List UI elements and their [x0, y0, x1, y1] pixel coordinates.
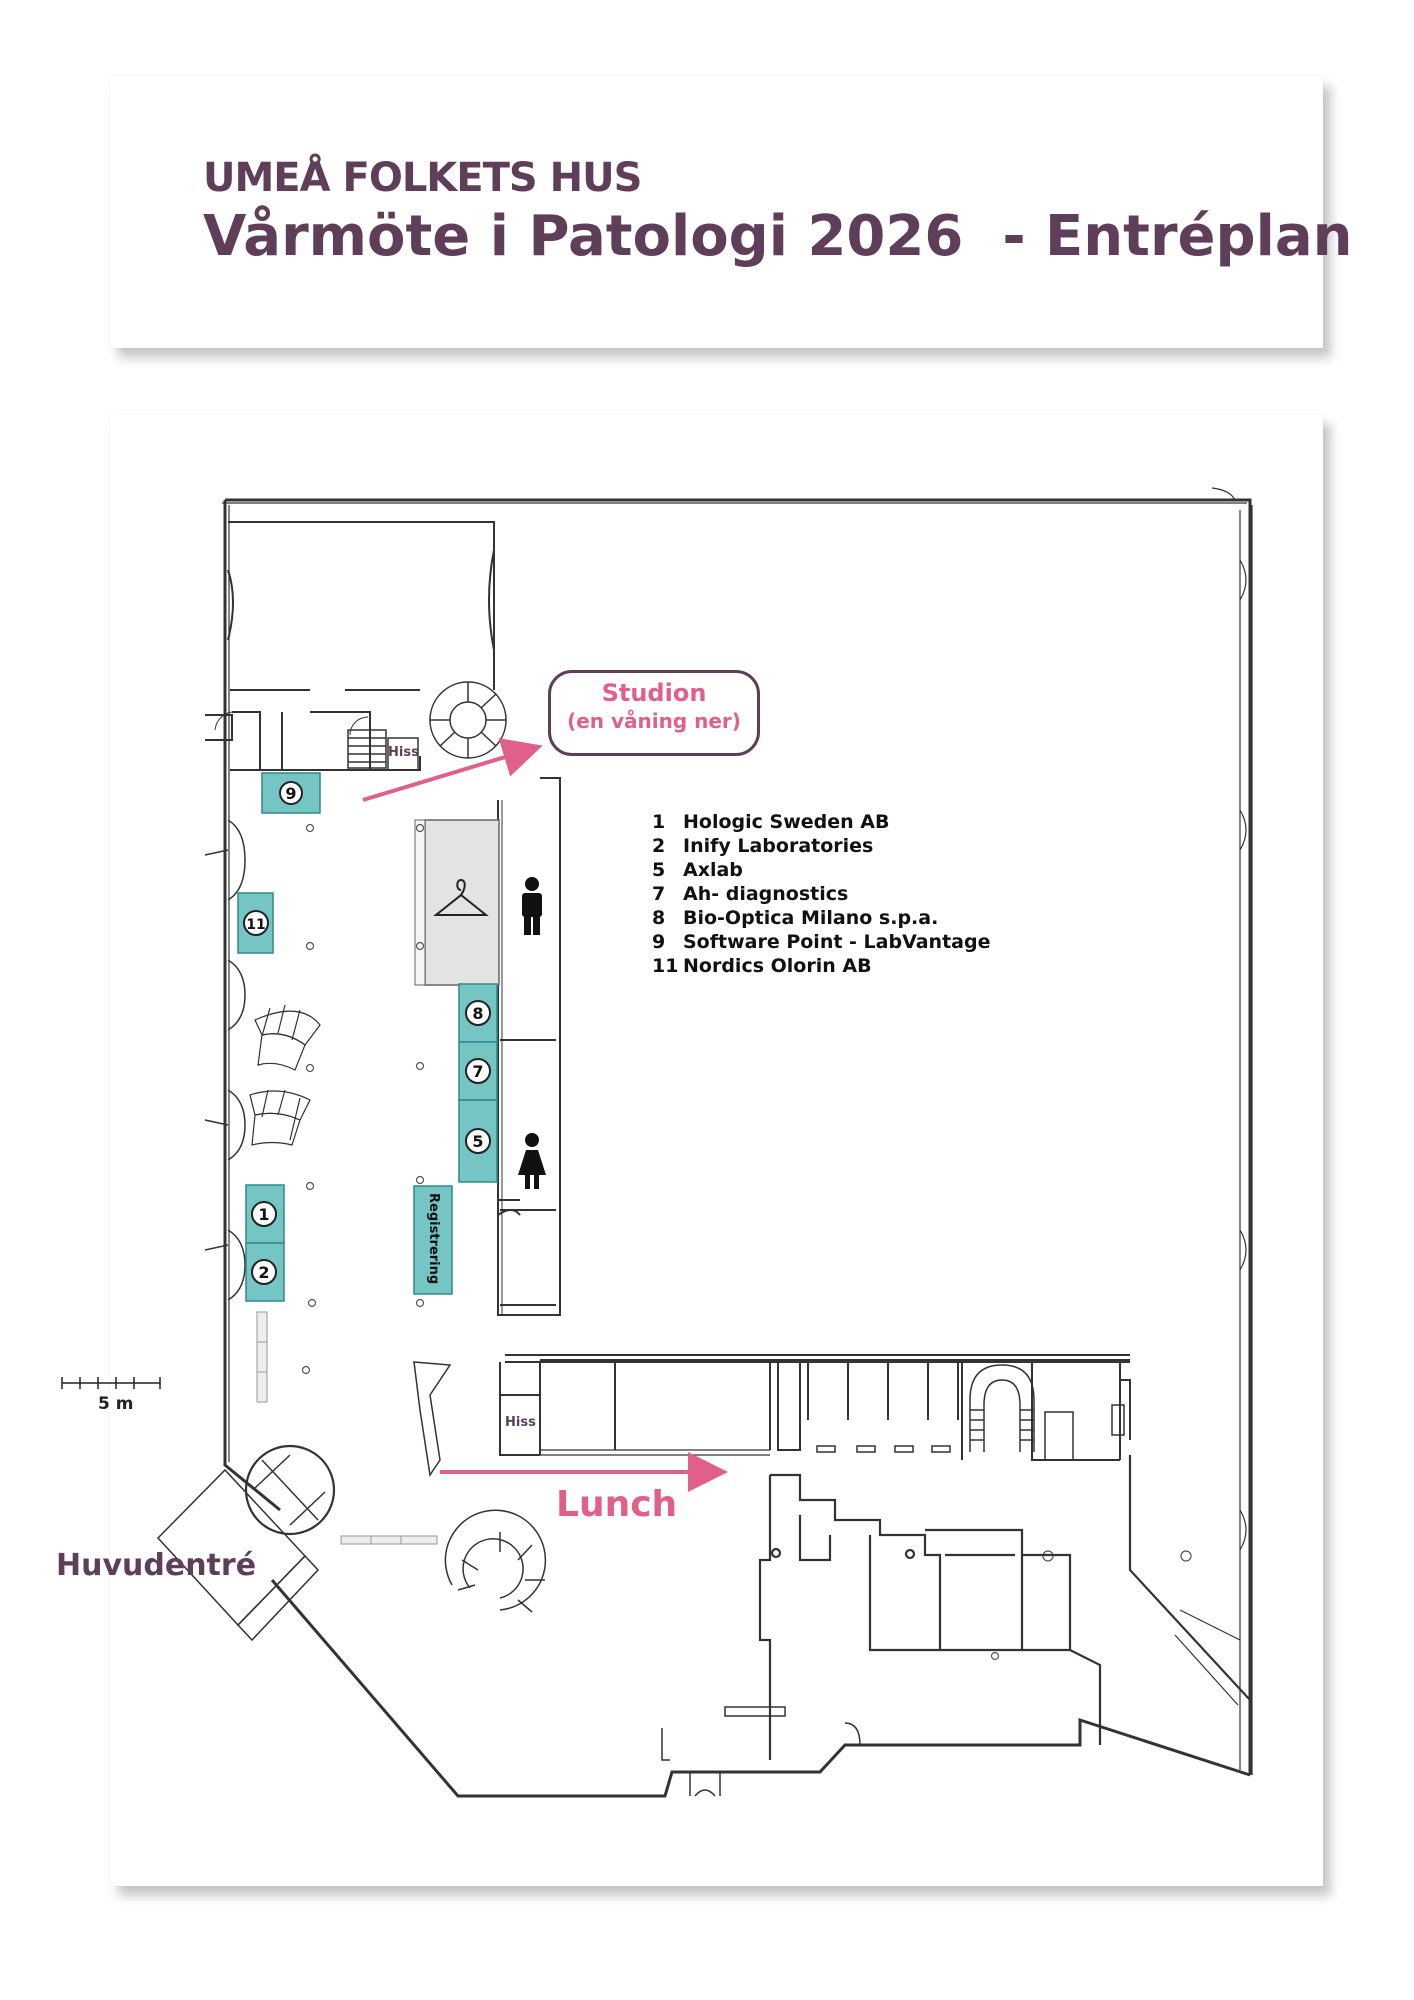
studion-callout: Studion (en våning ner)	[548, 670, 760, 756]
venue-name: UMEÅ FOLKETS HUS	[203, 155, 642, 201]
booth-1: 1	[245, 1184, 285, 1244]
header-card: UMEÅ FOLKETS HUS Vårmöte i Patologi 2026…	[110, 76, 1352, 348]
studion-arrow	[362, 738, 543, 802]
booth-9: 9	[261, 772, 321, 814]
legend-number: 9	[652, 931, 666, 953]
legend-number: 1	[652, 811, 666, 833]
booth-8: 8	[458, 983, 498, 1043]
spiral-staircase-bottom	[413, 1361, 547, 1613]
cloakroom	[414, 819, 500, 986]
left-wall-segments	[204, 819, 246, 1301]
spiral-staircase-top	[429, 681, 507, 759]
male-restroom-icon	[522, 877, 542, 935]
legend-number: 8	[652, 907, 666, 929]
legend-name: Axlab	[683, 859, 743, 881]
booth-8-label: 8	[472, 1004, 483, 1023]
map-card	[110, 414, 1323, 1886]
registration-desk: Registrering	[413, 1185, 453, 1295]
legend-item: 1 Hologic Sweden AB	[652, 810, 990, 834]
booth-7-label: 7	[472, 1062, 483, 1081]
page-title: Vårmöte i Patologi 2026 - Entréplan	[203, 204, 1353, 269]
studion-title: Studion	[601, 679, 707, 707]
scale-label: 5 m	[98, 1394, 134, 1414]
booth-1-label: 1	[258, 1205, 269, 1224]
legend-item: 2 Inify Laboratories	[652, 834, 990, 858]
booth-11-label: 11	[246, 917, 265, 933]
legend-number: 7	[652, 883, 666, 905]
legend-name: Hologic Sweden AB	[683, 811, 890, 833]
main-entrance-label: Huvudentré	[56, 1548, 257, 1583]
legend-item: 7 Ah- diagnostics	[652, 882, 990, 906]
upper-left-room	[205, 521, 495, 771]
legend-item: 5 Axlab	[652, 858, 990, 882]
right-wall-detail	[1174, 487, 1247, 1770]
service-block	[497, 777, 561, 1316]
booth-9-label: 9	[285, 784, 296, 803]
lower-section	[499, 1354, 1131, 1461]
legend-item: 9 Software Point - LabVantage	[652, 930, 990, 954]
booth-2-label: 2	[258, 1263, 269, 1282]
booth-5: 5	[458, 1099, 498, 1183]
legend-number: 11	[652, 955, 679, 977]
arched-stair	[969, 1364, 1035, 1452]
bottom-details	[661, 1706, 861, 1797]
legend-name: Bio-Optica Milano s.p.a.	[683, 907, 939, 929]
studion-subtitle: (en våning ner)	[567, 709, 741, 733]
booth-11: 11	[237, 892, 274, 954]
legend-number: 5	[652, 859, 666, 881]
exhibitor-legend: 1 Hologic Sweden AB 2 Inify Laboratories 5…	[652, 810, 990, 978]
legend-name: Inify Laboratories	[683, 835, 874, 857]
benches-left	[256, 1311, 438, 1545]
registration-label: Registrering	[426, 1193, 441, 1284]
legend-name: Software Point - LabVantage	[683, 931, 991, 953]
elevator-label-top: Hiss	[388, 745, 419, 760]
lower-rooms	[758, 1455, 1251, 1760]
booths: 9 11 8 7 5 1 2	[237, 772, 498, 1302]
amphitheatre-stairs	[249, 1004, 321, 1146]
booth-5-label: 5	[472, 1132, 483, 1151]
legend-number: 2	[652, 835, 666, 857]
outer-walls	[222, 498, 1253, 1798]
scale-bar	[61, 1377, 161, 1389]
booth-2: 2	[245, 1242, 285, 1302]
legend-name: Ah- diagnostics	[683, 883, 849, 905]
entrance	[156, 1444, 336, 1642]
lower-corridor-marks	[816, 1445, 951, 1453]
coat-hanger-icon	[433, 878, 489, 916]
female-restroom-icon	[518, 1133, 546, 1189]
elevator-label-bottom: Hiss	[505, 1415, 536, 1430]
booth-7: 7	[458, 1041, 498, 1101]
legend-name: Nordics Olorin AB	[683, 955, 872, 977]
lunch-label: Lunch	[556, 1484, 678, 1525]
stair-small	[347, 729, 419, 771]
legend-item: 8 Bio-Optica Milano s.p.a.	[652, 906, 990, 930]
